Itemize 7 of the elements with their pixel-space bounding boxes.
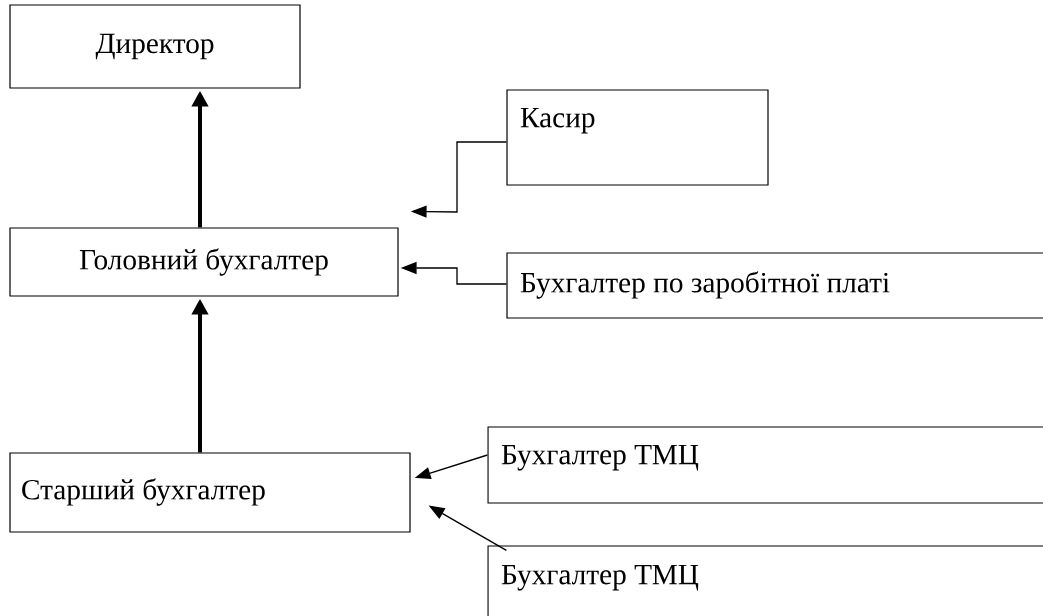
text-box: Бухгалтер ТМЦ: [487, 545, 1043, 616]
text-box: Старший бухгалтер: [9, 452, 411, 533]
text-box: Бухгалтер ТМЦ: [487, 426, 1043, 504]
text-box: Касир: [506, 89, 769, 186]
text-box: Бухгалтер по заробітної платі: [506, 252, 1043, 319]
text-box: Головний бухгалтер: [9, 227, 399, 297]
text-box: Директор: [9, 4, 301, 89]
